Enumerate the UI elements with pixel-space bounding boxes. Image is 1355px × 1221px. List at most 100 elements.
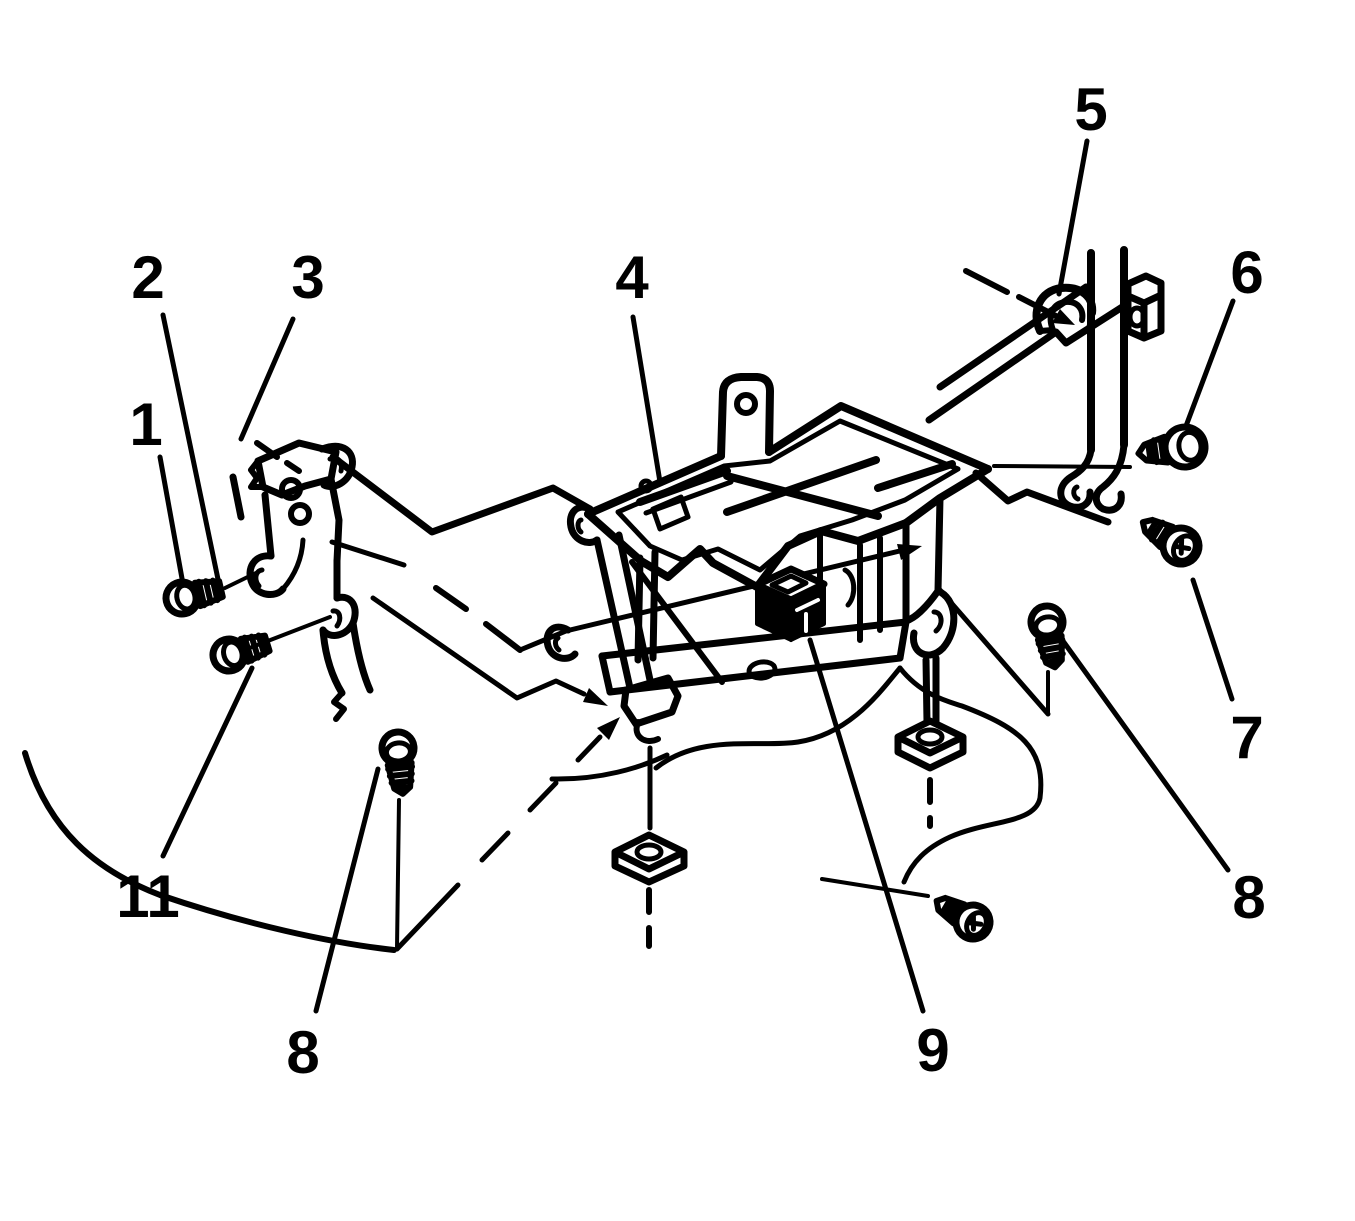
leader-3 (238, 316, 296, 442)
leader-4 (630, 314, 663, 485)
gusset-diagonal (629, 559, 725, 685)
pan-screw-6 (1135, 423, 1209, 471)
callout-labels: 1 2 3 4 5 6 7 8 9 11 8 (116, 76, 1265, 1086)
left-mounting-bracket (229, 439, 374, 722)
panel-curve-bottom-left (22, 750, 397, 953)
callout-6: 6 (1230, 239, 1263, 306)
right-leg (922, 654, 940, 726)
x-brace-arm-b (723, 456, 880, 516)
bracket-tab-hole (734, 392, 758, 416)
hex-bolt-11 (209, 632, 273, 675)
strap-hook-inner (1071, 484, 1081, 502)
right-wall-bottom (902, 587, 942, 625)
fastener-axis-lines (223, 268, 1132, 952)
leader-11 (160, 665, 255, 859)
retainer-clip-inner (1047, 298, 1086, 333)
panel-edge-lines (22, 283, 1131, 953)
u-nut-right (894, 717, 967, 772)
plate-top-edge-right (765, 402, 992, 473)
left-bracket-torn-edge (248, 458, 266, 490)
callout-4: 4 (615, 244, 649, 311)
x-brace-left-bar (636, 467, 731, 506)
left-leg (593, 531, 654, 692)
connector-block (753, 565, 828, 642)
plate-small-hole (638, 478, 654, 494)
panel-curve-center (549, 752, 670, 782)
interior-channel (857, 535, 883, 643)
callout-5: 5 (1074, 76, 1107, 143)
callout-1: 1 (129, 391, 162, 458)
callout-2: 2 (131, 244, 164, 311)
left-bracket-right-edge (327, 475, 343, 565)
right-wall-rear (934, 494, 944, 595)
leader-lines (157, 138, 1236, 1014)
phillips-screw-7-lower (933, 894, 994, 943)
wire-right (897, 665, 1044, 885)
front-rail-hole (746, 659, 778, 681)
leader-5 (1056, 138, 1090, 297)
u-nut-right-hole (915, 727, 945, 747)
left-bracket-leg-a (319, 626, 346, 697)
hex-screw-8-right (1027, 602, 1067, 671)
callout-8-bottom: 8 (286, 1019, 319, 1086)
leader-8-bottom (313, 766, 381, 1014)
axis-screw-8-diagonal (394, 734, 603, 952)
retainer-clip-base (1037, 310, 1095, 334)
front-rail-top (598, 618, 910, 660)
clip-arrowhead (1052, 309, 1075, 325)
bracket-top-tab (717, 373, 774, 460)
left-bracket-top-curl-inner (327, 455, 344, 474)
axis-bolt-11-long (370, 595, 587, 701)
panel-edge-upper-right-b (925, 300, 1131, 424)
u-nut-left (611, 831, 688, 886)
u-nut-left-hole (634, 842, 664, 862)
axis-screw-8-bottom (395, 798, 401, 950)
left-bracket-left-curl (246, 552, 287, 598)
x-brace-arm-a (723, 472, 882, 520)
axis-arrowhead-foot (597, 717, 620, 740)
left-bracket-hole-b (288, 502, 312, 526)
left-bracket-left-curl-inner (253, 567, 265, 589)
left-bracket-leg-b (349, 619, 374, 694)
strap-bracket (1032, 246, 1165, 514)
leader-1 (157, 454, 186, 587)
connector-slots (795, 598, 820, 633)
leader-2 (160, 312, 222, 587)
axis-bolt-1-dashes (433, 585, 523, 653)
clip-centerline-dash (963, 268, 1010, 295)
axis-screw-8-right-b (937, 587, 1051, 717)
callout-8-right: 8 (1232, 864, 1265, 931)
leader-6 (1183, 298, 1236, 429)
wire-left (653, 665, 903, 771)
callout-11: 11 (116, 863, 179, 930)
callout-9: 9 (916, 1017, 949, 1084)
axis-arrowhead-left-leg (583, 688, 608, 706)
callout-7: 7 (1230, 704, 1263, 771)
strap-hook-left (1057, 446, 1095, 511)
strap-rails (1087, 246, 1128, 454)
right-leg-hook-inner (931, 609, 944, 634)
leader-8-right (1060, 638, 1231, 873)
plate-inner-rail (615, 418, 961, 573)
phillips-screw-7-upper (1139, 516, 1203, 568)
left-bracket-top-plate (254, 439, 340, 499)
left-bracket-hole-a (279, 477, 303, 501)
strap-hook-right (1092, 441, 1128, 514)
x-brace-right-bar (874, 460, 956, 492)
front-rail-ends (598, 618, 910, 696)
left-foot-curl (633, 719, 661, 744)
connector-right-face (789, 582, 826, 642)
axis-bolt-1-hidden-a (329, 539, 407, 568)
plate-top-edge-left (584, 452, 725, 518)
left-foot (620, 674, 682, 728)
leader-9 (807, 637, 926, 1014)
leader-7 (1190, 577, 1235, 702)
connector-top-detail (769, 573, 809, 595)
axis-screw-6 (992, 464, 1132, 469)
plate-slot (650, 494, 691, 532)
hex-bolt-1 (162, 577, 226, 618)
front-left-hook-inner (553, 635, 562, 653)
right-leg-hook (909, 587, 958, 659)
callout-3: 3 (291, 244, 324, 311)
